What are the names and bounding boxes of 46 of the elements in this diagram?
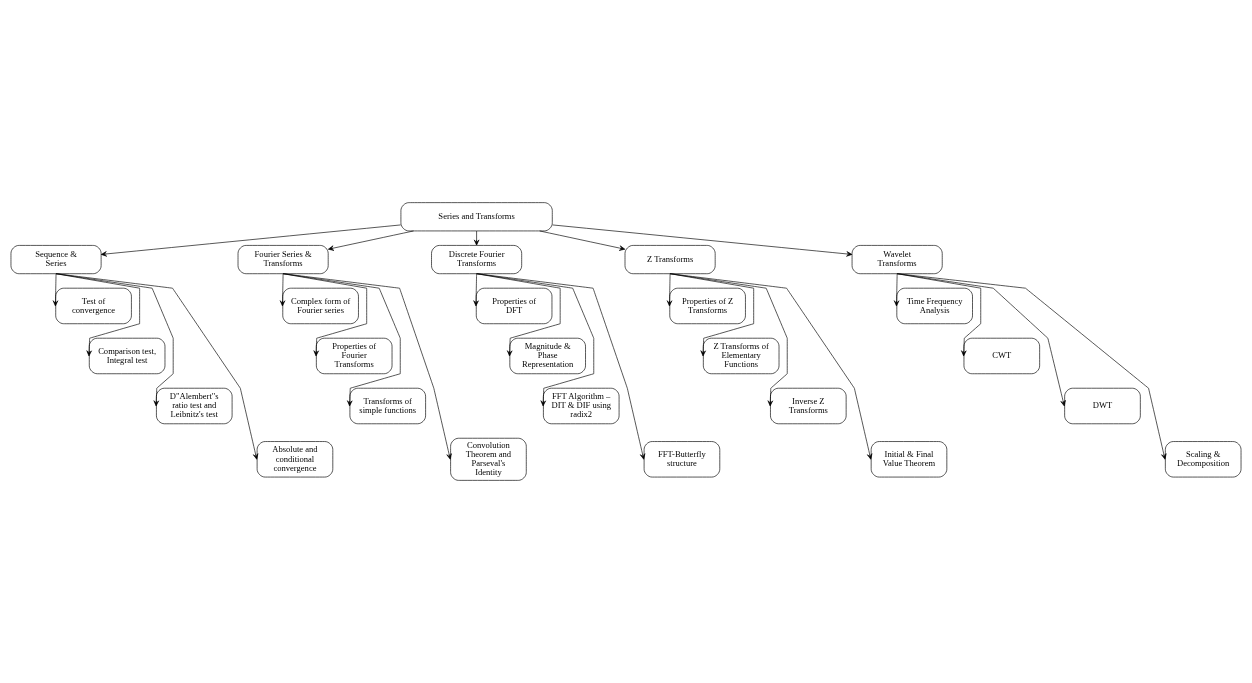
arrow [896,273,982,357]
node-box: Properties of Z Transforms [669,287,746,325]
node-box: Z Transforms [624,245,716,275]
node-box: Properties of Fourier Transforms [316,337,393,375]
arrow [896,273,1066,407]
arrow [476,273,646,460]
node-box: Series and Transforms [400,202,553,232]
arrow [669,273,873,460]
node-box: Z Transforms of Elementary Functions [703,337,780,375]
arrow [473,230,480,246]
node-box: Scaling & Decomposition [1165,441,1242,478]
node-box: FFT-Butterfly structure [643,441,721,478]
arrow [55,273,140,357]
arrow [669,273,754,357]
arrow [100,224,401,257]
arrow [666,273,673,307]
node-box: Sequence & Series [10,245,102,275]
arrow [539,230,626,251]
arrow [328,230,414,251]
arrow [473,273,479,307]
arrow [55,273,259,460]
arrow [282,273,367,357]
arrow [282,273,452,460]
arrow [282,273,401,407]
node-box: D"Alembert"s ratio test and Leibnitz's test [156,387,233,425]
arrow [552,224,853,257]
arrow [55,273,174,407]
node-box: Fourier Series & Transforms [237,245,329,275]
node-box: FFT Algorithm – DIT & DIF using radix2 [543,387,620,425]
node-box: Initial & Final Value Theorem [870,441,948,478]
arrow [896,273,1167,460]
arrow [476,273,595,407]
node-box: Complex form of Fourier series [282,287,359,325]
node-box: DWT [1064,387,1141,425]
node-box: Convolution Theorem and Parseval's Identity [450,437,527,481]
arrow [279,273,286,307]
arrow [476,273,561,357]
node-box: Time Frequency Analysis [896,287,973,325]
node-box: Wavelet Transforms [851,245,943,275]
node-box: Inverse Z Transforms [770,387,847,425]
node-box: Test of convergence [55,287,132,325]
arrow [669,273,788,407]
node-box: Absolute and conditional convergence [256,441,334,478]
arrow [52,273,59,307]
node-box: Discrete Fourier Transforms [431,245,522,275]
arrow [893,273,900,307]
